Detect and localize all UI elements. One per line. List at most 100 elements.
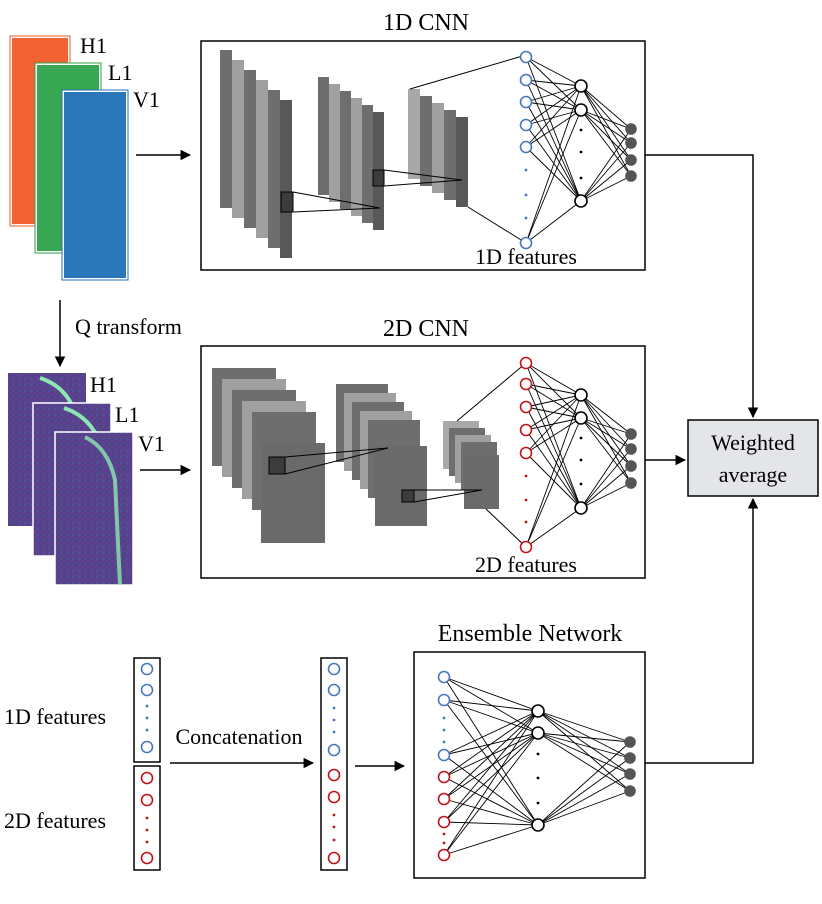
cnn1d-to-weighted-arrow [645, 154, 759, 419]
network-edges [525, 56, 632, 244]
ellipsis-dot [579, 436, 583, 440]
input-node [437, 693, 451, 707]
spectrogram-l1-label: L1 [115, 402, 139, 427]
cnn2d-layer-group-3 [443, 421, 499, 509]
feature-1d-node [140, 740, 154, 754]
q-transform-label: Q transform [75, 314, 182, 339]
output-node [625, 477, 637, 489]
spectrograms [8, 373, 134, 586]
ellipsis-dot [332, 718, 336, 722]
hidden-node [574, 411, 588, 425]
weighted-average-line2: average [719, 462, 787, 487]
ellipsis-dot [579, 128, 583, 132]
weighted-average-box [687, 419, 819, 497]
concat-2d-node [327, 790, 341, 804]
hidden-node [531, 818, 545, 832]
input-node [519, 377, 533, 391]
output-node [624, 785, 636, 797]
hidden-node [574, 194, 588, 208]
cnn1d-layer-group-3 [408, 89, 468, 207]
cnn2d-layer-group-1 [212, 368, 325, 543]
output-node [625, 170, 637, 182]
ellipsis-dot [442, 832, 446, 836]
ellipsis-dot [579, 458, 583, 462]
ellipsis-dot [536, 776, 540, 780]
ellipsis-dot [524, 474, 528, 478]
output-node [625, 428, 637, 440]
ellipsis-dot [524, 520, 528, 524]
ellipsis-dot [145, 816, 149, 820]
detector-v1-label: V1 [133, 87, 160, 112]
input-node [519, 140, 533, 154]
hidden-node [531, 726, 545, 740]
ellipsis-dot [442, 728, 446, 732]
hidden-node [574, 388, 588, 402]
ellipsis-dot [524, 193, 528, 197]
input-node [437, 848, 451, 862]
ellipsis-dot [145, 704, 149, 708]
hidden-node [574, 103, 588, 117]
ellipsis-dot [332, 706, 336, 710]
output-node [625, 443, 637, 455]
output-node [625, 460, 637, 472]
output-node [624, 736, 636, 748]
ellipsis-dot [332, 825, 336, 829]
cnn2d-features-label: 2D features [475, 552, 577, 577]
input-node [519, 423, 533, 437]
strain-timeseries [9, 35, 129, 281]
input-node [437, 748, 451, 762]
ensemble-dense-network [437, 670, 636, 862]
ellipsis-dot [579, 150, 583, 154]
v1-spectrogram [54, 431, 134, 586]
input-node [519, 95, 533, 109]
weighted-average-line1: Weighted [711, 430, 795, 455]
output-node [625, 123, 637, 135]
cnn1d-title: 1D CNN [383, 10, 469, 36]
concat-2d-node [327, 851, 341, 865]
concat-1d-node [327, 662, 341, 676]
ellipsis-dot [145, 716, 149, 720]
cnn2d-title: 2D CNN [383, 316, 469, 342]
input-node [519, 446, 533, 460]
hidden-node [574, 501, 588, 515]
input-node [519, 540, 533, 554]
cnn2d-dense-network [519, 356, 637, 554]
input-node [437, 670, 451, 684]
output-connectors [645, 154, 759, 764]
ellipsis-dot [332, 730, 336, 734]
input-node [519, 356, 533, 370]
concat-1d-node [327, 743, 341, 757]
detector-h1-label: H1 [80, 33, 107, 58]
ellipsis-dot [332, 813, 336, 817]
concat-1d-node [327, 683, 341, 697]
ellipsis-dot [332, 838, 336, 842]
ellipsis-dot [579, 176, 583, 180]
v1-strain-trace [64, 92, 126, 278]
cnn1d-features-label: 1D features [475, 244, 577, 269]
ellipsis-dot [442, 841, 446, 845]
output-node [624, 768, 636, 780]
input-node [437, 792, 451, 806]
spectrogram-v1-label: V1 [138, 431, 165, 456]
input-node [437, 770, 451, 784]
ellipsis-dot [579, 482, 583, 486]
ellipsis-dot [536, 801, 540, 805]
input-node [519, 236, 533, 250]
ellipsis-dot [524, 498, 528, 502]
ellipsis-dot [145, 840, 149, 844]
spectrogram-h1-label: H1 [90, 372, 117, 397]
input-node [519, 400, 533, 414]
ensemble-title: Ensemble Network [438, 621, 623, 647]
network-edges [443, 676, 631, 856]
input-node [519, 50, 533, 64]
concatenated-feature-nodes [327, 662, 341, 865]
h1-chirp [39, 376, 74, 406]
cnn1d-dense-network [519, 50, 637, 250]
concatenation-label: Concatenation [175, 724, 302, 749]
input-node [437, 815, 451, 829]
input-node [519, 118, 533, 132]
ellipsis-dot [524, 216, 528, 220]
detector-l1-label: L1 [108, 60, 132, 85]
input-feature-nodes [140, 662, 154, 865]
feature-2d-node [140, 771, 154, 785]
